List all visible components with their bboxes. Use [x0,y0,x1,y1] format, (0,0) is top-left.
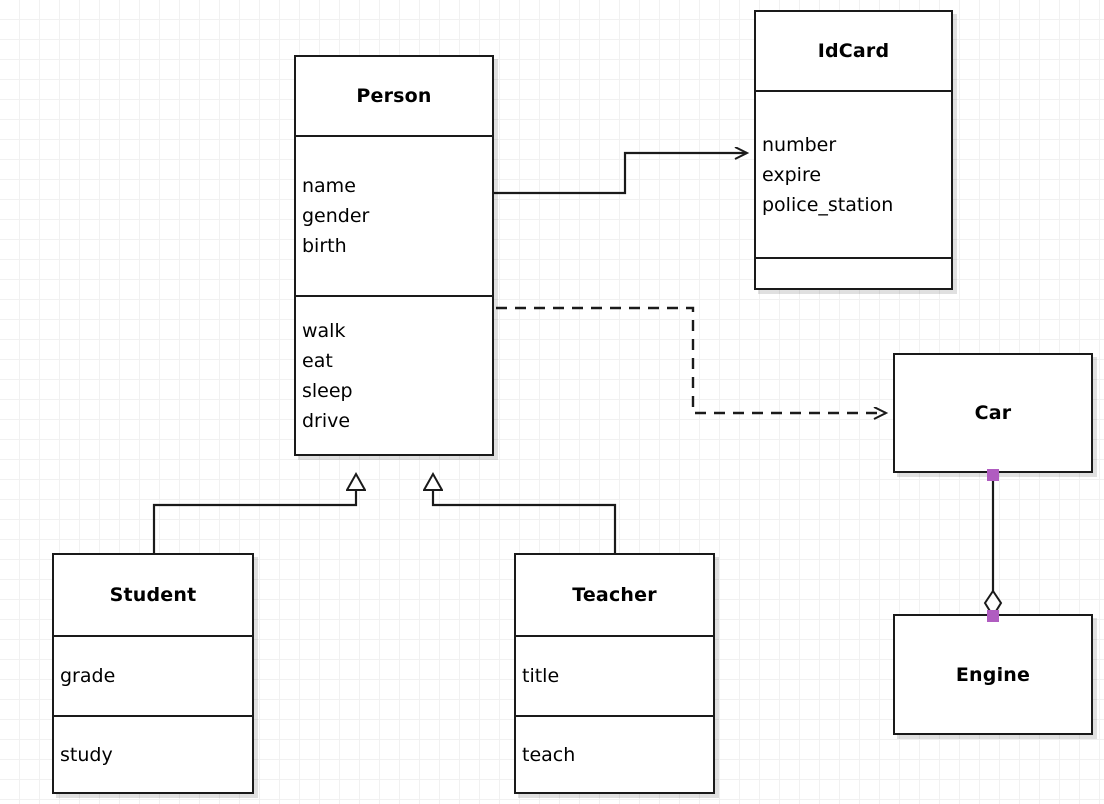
operation-item: walk [302,319,346,342]
class-title-compartment: Teacher [516,555,713,635]
attribute-item: birth [302,235,347,257]
class-operations-compartment: walk eat sleep drive [296,295,492,454]
class-name-teacher: Teacher [572,584,657,606]
class-operations-compartment [756,257,951,288]
operation-item: drive [302,409,351,432]
edge-person-idcard[interactable] [494,153,747,195]
class-box-teacher[interactable]: Teacher title teach [514,553,715,794]
class-title-compartment: IdCard [756,12,951,90]
edge-handle-target[interactable] [987,610,999,622]
operation-item: study [60,743,113,766]
class-name-person: Person [356,85,432,107]
class-attributes-compartment: title [516,635,713,715]
attribute-item: name [302,175,356,197]
operation-item: teach [522,743,576,766]
class-box-car[interactable]: Car [893,353,1093,473]
class-name-car: Car [974,402,1012,424]
class-operations-compartment: study [54,715,252,792]
class-name-student: Student [109,584,197,606]
operation-item: sleep [302,379,353,402]
attribute-item: number [762,133,837,156]
class-box-student[interactable]: Student grade study [52,553,254,794]
class-name-idcard: IdCard [817,40,890,62]
class-attributes-compartment: number expire police_station [756,90,951,257]
attribute-item: gender [302,205,370,227]
attribute-item: police_station [762,193,894,216]
class-box-engine[interactable]: Engine [893,614,1093,735]
edge-person-car[interactable] [496,306,886,413]
class-title-compartment: Student [54,555,252,635]
attribute-item: title [522,665,560,687]
class-operations-compartment: teach [516,715,713,792]
class-title-compartment: Person [296,57,492,135]
edge-handle-source[interactable] [987,469,999,481]
class-box-idcard[interactable]: IdCard number expire police_station [754,10,953,290]
class-attributes-compartment: name gender birth [296,135,492,295]
class-box-person[interactable]: Person name gender birth walk eat sleep … [294,55,494,456]
attribute-item: expire [762,163,822,186]
class-title-compartment: Engine [895,616,1091,733]
class-attributes-compartment: grade [54,635,252,715]
attribute-item: grade [60,665,116,687]
edge-student-person[interactable] [152,474,356,553]
class-name-engine: Engine [955,663,1031,686]
edge-teacher-person[interactable] [433,474,617,553]
class-title-compartment: Car [895,355,1091,471]
operation-item: eat [302,349,333,372]
